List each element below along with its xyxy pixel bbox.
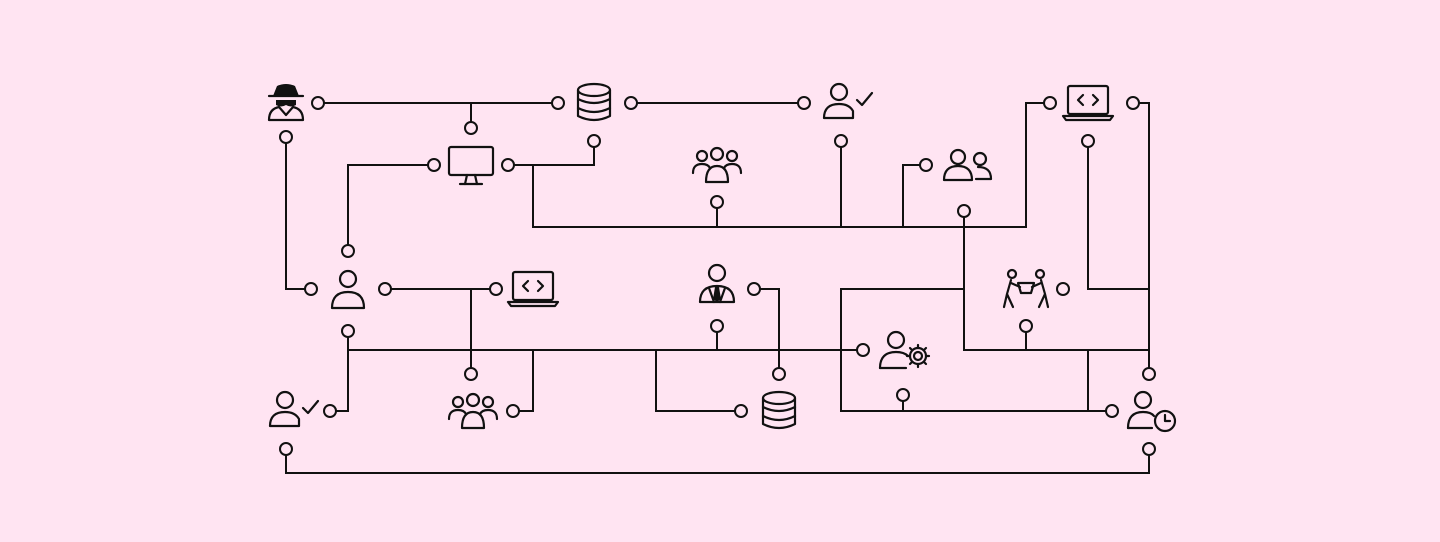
wire-bottom-loop bbox=[285, 449, 1150, 474]
connection-port bbox=[734, 404, 748, 418]
wire-db-bottom bbox=[655, 350, 741, 412]
connection-port bbox=[710, 195, 724, 209]
connection-port bbox=[772, 367, 786, 381]
wire-laptop-right-rail bbox=[1133, 102, 1150, 374]
connection-port bbox=[1142, 442, 1156, 456]
user-clock-icon bbox=[1126, 390, 1177, 433]
connection-port bbox=[501, 158, 515, 172]
laptop-code-icon bbox=[1061, 84, 1115, 122]
connection-port bbox=[464, 367, 478, 381]
connection-port bbox=[427, 158, 441, 172]
wire-group-bottom bbox=[513, 350, 534, 412]
connection-port bbox=[797, 96, 811, 110]
connection-port bbox=[624, 96, 638, 110]
wire-bus-mid bbox=[347, 331, 863, 351]
user-check-icon bbox=[822, 82, 874, 120]
user-gear-icon bbox=[878, 330, 931, 370]
connection-ports bbox=[279, 96, 1156, 456]
wire-bus-top bbox=[532, 102, 1050, 228]
connection-port bbox=[279, 130, 293, 144]
wire-users-pair bbox=[902, 164, 926, 227]
user-icon bbox=[330, 269, 366, 310]
connection-port bbox=[919, 158, 933, 172]
connection-port bbox=[1019, 319, 1033, 333]
database-icon bbox=[576, 82, 612, 122]
wire-hacker-user bbox=[285, 137, 311, 290]
connection-port bbox=[279, 442, 293, 456]
connection-port bbox=[957, 204, 971, 218]
users-pair-icon bbox=[942, 148, 993, 182]
teamwork-carry-icon bbox=[1002, 268, 1050, 309]
spy-user-icon bbox=[267, 84, 305, 122]
wire-monitor-user bbox=[347, 164, 434, 251]
wire-loop-right bbox=[840, 288, 1112, 412]
connection-port bbox=[747, 282, 761, 296]
connection-port bbox=[323, 404, 337, 418]
connection-port bbox=[710, 319, 724, 333]
connection-port bbox=[1126, 96, 1140, 110]
connection-port bbox=[311, 96, 325, 110]
connection-port bbox=[489, 282, 503, 296]
connection-port bbox=[1105, 404, 1119, 418]
connection-port bbox=[587, 134, 601, 148]
connection-port bbox=[341, 244, 355, 258]
connection-port bbox=[551, 96, 565, 110]
connection-port bbox=[1056, 282, 1070, 296]
icons bbox=[267, 82, 1177, 433]
connection-port bbox=[506, 404, 520, 418]
database-icon bbox=[761, 390, 797, 430]
wire-users-pair-down bbox=[963, 211, 1149, 351]
connection-port bbox=[896, 388, 910, 402]
connection-wires bbox=[285, 102, 1150, 474]
connection-port bbox=[834, 134, 848, 148]
wire-user-check-bottom bbox=[330, 350, 349, 412]
user-group-icon bbox=[691, 146, 743, 184]
user-check-icon bbox=[268, 390, 320, 428]
wire-laptop-right-down bbox=[1087, 141, 1149, 290]
connection-port bbox=[856, 343, 870, 357]
connection-port bbox=[378, 282, 392, 296]
connection-port bbox=[1142, 367, 1156, 381]
connection-port bbox=[341, 324, 355, 338]
laptop-code-icon bbox=[506, 270, 560, 308]
connection-port bbox=[1081, 134, 1095, 148]
user-group-icon bbox=[447, 392, 499, 430]
connection-port bbox=[464, 121, 478, 135]
connection-port bbox=[1043, 96, 1057, 110]
wire-manager-side bbox=[754, 288, 780, 374]
businessman-icon bbox=[698, 263, 736, 304]
wire-monitor-db bbox=[508, 141, 595, 166]
monitor-icon bbox=[447, 145, 495, 186]
connection-port bbox=[304, 282, 318, 296]
